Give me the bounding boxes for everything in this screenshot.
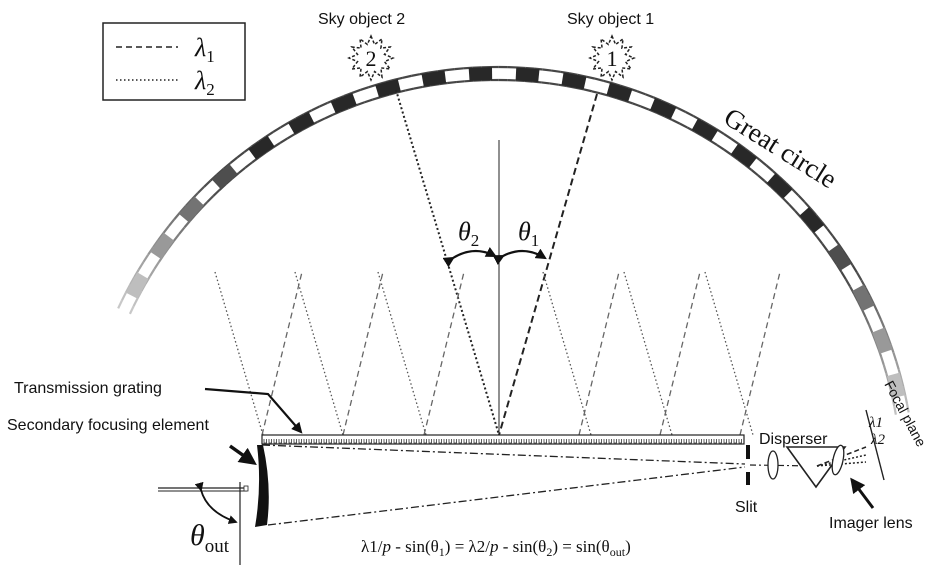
secondary-focusing-label: Secondary focusing element <box>7 417 209 434</box>
focal-plane-label: Focal plane <box>881 378 929 450</box>
theta1-arc <box>492 248 547 265</box>
secondary-focusing-mirror <box>255 445 269 527</box>
theta2-arc <box>442 247 497 268</box>
sky-object-2-label: Sky object 2 <box>318 11 405 28</box>
theta2-label: θ2 <box>458 217 479 250</box>
theta1-label: θ1 <box>518 217 539 250</box>
transmission-grating-label: Transmission grating <box>14 380 162 397</box>
beam-bottom <box>267 466 746 526</box>
lambda1-label: λ1 <box>868 415 883 431</box>
imager-lens-label: Imager lens <box>829 515 913 532</box>
slit-label: Slit <box>735 499 758 516</box>
focal-plane-line <box>865 409 885 481</box>
star-1-icon <box>588 34 636 82</box>
ray-sky-object-1 <box>498 93 598 436</box>
ray-sky-object-2 <box>395 89 500 436</box>
imager-lens <box>831 444 845 476</box>
collimator-lens <box>767 450 779 480</box>
transmission-grating <box>261 434 745 445</box>
legend-lambda1: λ1 <box>194 33 215 66</box>
grating-ray-bounces <box>214 271 781 436</box>
sky-object-2-number: 2 <box>366 46 377 71</box>
great-circle-band <box>117 65 910 415</box>
theta-out-construct <box>158 481 249 565</box>
slit <box>746 445 750 485</box>
lambda2-label: λ2 <box>870 432 885 448</box>
beam-top <box>261 444 746 465</box>
disperser-prism <box>785 446 847 489</box>
grating-equation: λ1/p - sin(θ1) = λ2/p - sin(θ2) = sin(θo… <box>361 537 631 559</box>
sky-object-1-label: Sky object 1 <box>567 11 654 28</box>
legend-lambda2: λ2 <box>194 66 215 99</box>
sky-object-1-number: 1 <box>607 46 618 71</box>
disperser-label: Disperser <box>759 431 828 448</box>
star-2-icon <box>347 34 395 82</box>
legend: λ1 λ2 <box>102 22 246 101</box>
theta-out-label: θout <box>190 519 230 557</box>
